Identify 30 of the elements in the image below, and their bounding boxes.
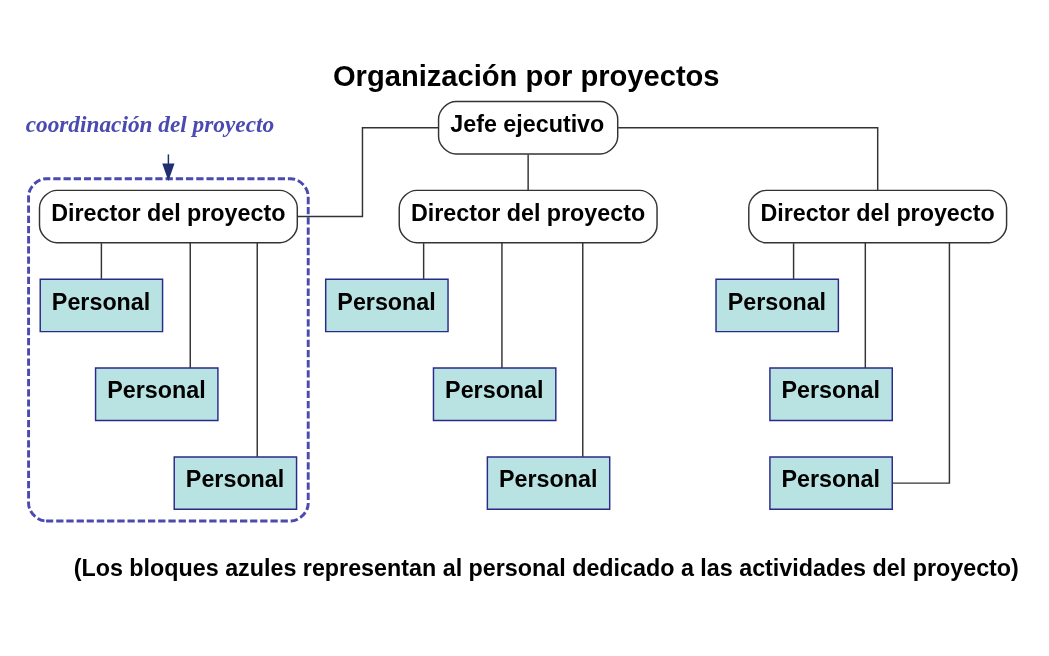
connector [792, 242, 795, 280]
arrow [162, 153, 175, 181]
cluster [27, 177, 310, 523]
node-box: Director del proyecto [748, 189, 1008, 244]
connector [864, 242, 867, 369]
connector [189, 242, 191, 369]
node-box: Personal [486, 456, 611, 511]
connector [617, 127, 879, 191]
node-box: Personal [432, 367, 557, 422]
connector [100, 242, 103, 280]
node-box: Personal [769, 367, 893, 422]
node-box: Personal [769, 456, 893, 511]
connector [891, 242, 951, 484]
node-box: Personal [39, 278, 164, 333]
caption: (Los bloques azules representan al personal dedicado a las actividades del proyecto) [73, 555, 1019, 582]
node-box: Jefe ejecutivo [437, 100, 619, 155]
connector [296, 127, 440, 218]
node-text: coordinación del proyecto [25, 110, 275, 137]
connector [582, 242, 584, 458]
node-box: Personal [94, 367, 219, 422]
connector [256, 242, 258, 458]
node-box: Personal [173, 456, 298, 511]
connector [501, 242, 503, 369]
diagram-title: Organización por proyectos [332, 59, 720, 92]
node-box: Personal [715, 278, 840, 333]
node-box: Director del proyecto [398, 189, 658, 244]
connector [422, 242, 425, 280]
node-box: Personal [324, 278, 449, 333]
node-box: Director del proyecto [38, 189, 299, 244]
connector [527, 153, 529, 191]
